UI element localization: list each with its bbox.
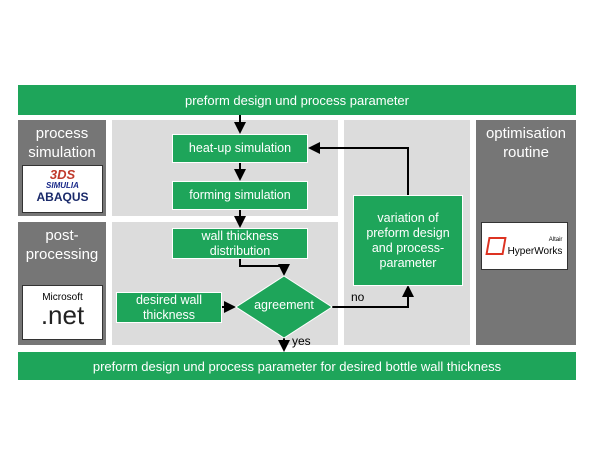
logo-text: SIMULIA <box>46 181 79 190</box>
box-label: wall thickness distribution <box>201 228 279 258</box>
logo-text: Altair <box>548 237 563 243</box>
ds-icon: 3DS <box>49 167 76 182</box>
agreement-label: agreement <box>254 298 314 312</box>
bottom-bar-label: preform design und process parameter for… <box>92 358 502 374</box>
arrow <box>332 285 414 308</box>
yes-label: yes <box>292 334 311 348</box>
variation-box: variation of preform design and process-… <box>353 195 463 286</box>
box-label: variation of preform design and process-… <box>366 210 450 270</box>
forming-box: forming simulation <box>172 181 308 210</box>
top-bar-label: preform design und process parameter <box>184 92 409 108</box>
no-label: no <box>351 290 365 304</box>
panel-label: process simulation <box>28 125 96 161</box>
box-label: desired wall thickness <box>135 292 202 322</box>
arrow <box>239 259 290 276</box>
arrow <box>308 142 409 195</box>
logo-text: ABAQUS <box>36 190 89 204</box>
dotnet-logo: Microsoft .net <box>22 285 103 340</box>
abaqus-logo: 3DS SIMULIA ABAQUS <box>22 165 103 213</box>
agreement-diamond <box>235 275 333 339</box>
logo-text: Microsoft <box>42 292 83 303</box>
top-bar: preform design und process parameter <box>18 85 576 115</box>
heatup-box: heat-up simulation <box>172 134 308 163</box>
desired-wall-box: desired wall thickness <box>116 292 222 323</box>
logo-text: HyperWorks <box>507 246 563 257</box>
panel-label: optimisation routine <box>485 125 567 161</box>
box-label: forming simulation <box>189 188 291 202</box>
bottom-bar: preform design und process parameter for… <box>18 352 576 380</box>
wall-thickness-box: wall thickness distribution <box>172 228 308 259</box>
logo-text: .net <box>40 300 85 330</box>
panel-label: post-processing <box>25 227 99 263</box>
box-label: heat-up simulation <box>188 141 292 155</box>
